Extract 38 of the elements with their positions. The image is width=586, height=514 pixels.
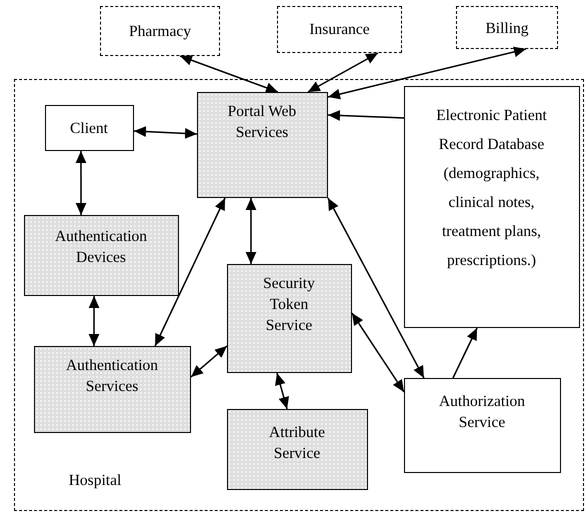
- node-label: Hospital: [68, 471, 122, 491]
- node-label: Client: [69, 118, 109, 138]
- system-box: [404, 86, 580, 328]
- arrow: [327, 198, 425, 378]
- node-label: Insurance: [308, 20, 371, 40]
- arrow: [351, 312, 405, 392]
- node-label: Authorization Service: [438, 392, 526, 432]
- service-box: [24, 214, 178, 296]
- service-box: [226, 408, 368, 490]
- external-system-box: [100, 6, 220, 56]
- node-label: Electronic Patient Record Database (demographics, clinical notes, treatment plans, prescriptions.): [435, 106, 548, 270]
- arrow: [190, 345, 228, 378]
- arrow: [328, 46, 526, 100]
- arrow: [180, 55, 278, 93]
- service-box: [226, 264, 352, 372]
- node-label: Billing: [484, 19, 530, 39]
- node-label: Authentication Devices: [54, 226, 148, 268]
- arrow: [246, 198, 256, 264]
- node-label: Attribute Service: [268, 422, 326, 464]
- external-system-box: [456, 6, 558, 49]
- system-box: [404, 378, 560, 472]
- arrow: [328, 110, 404, 121]
- node-label: Authentication Services: [64, 356, 160, 396]
- system-box: [44, 104, 134, 150]
- node-label: Security Token Service: [262, 274, 316, 336]
- arrow: [76, 151, 86, 215]
- node-label: Portal Web Services: [226, 102, 298, 142]
- service-box: [196, 92, 328, 198]
- arrow: [308, 52, 378, 93]
- node-label: Pharmacy: [128, 22, 192, 42]
- service-box: [34, 346, 190, 432]
- external-system-box: [277, 6, 402, 53]
- arrow: [275, 372, 290, 410]
- arrow: [452, 328, 478, 378]
- arrow: [154, 198, 226, 346]
- boundary-box: [14, 79, 584, 511]
- arrow: [134, 126, 198, 139]
- arrow: [88, 296, 100, 346]
